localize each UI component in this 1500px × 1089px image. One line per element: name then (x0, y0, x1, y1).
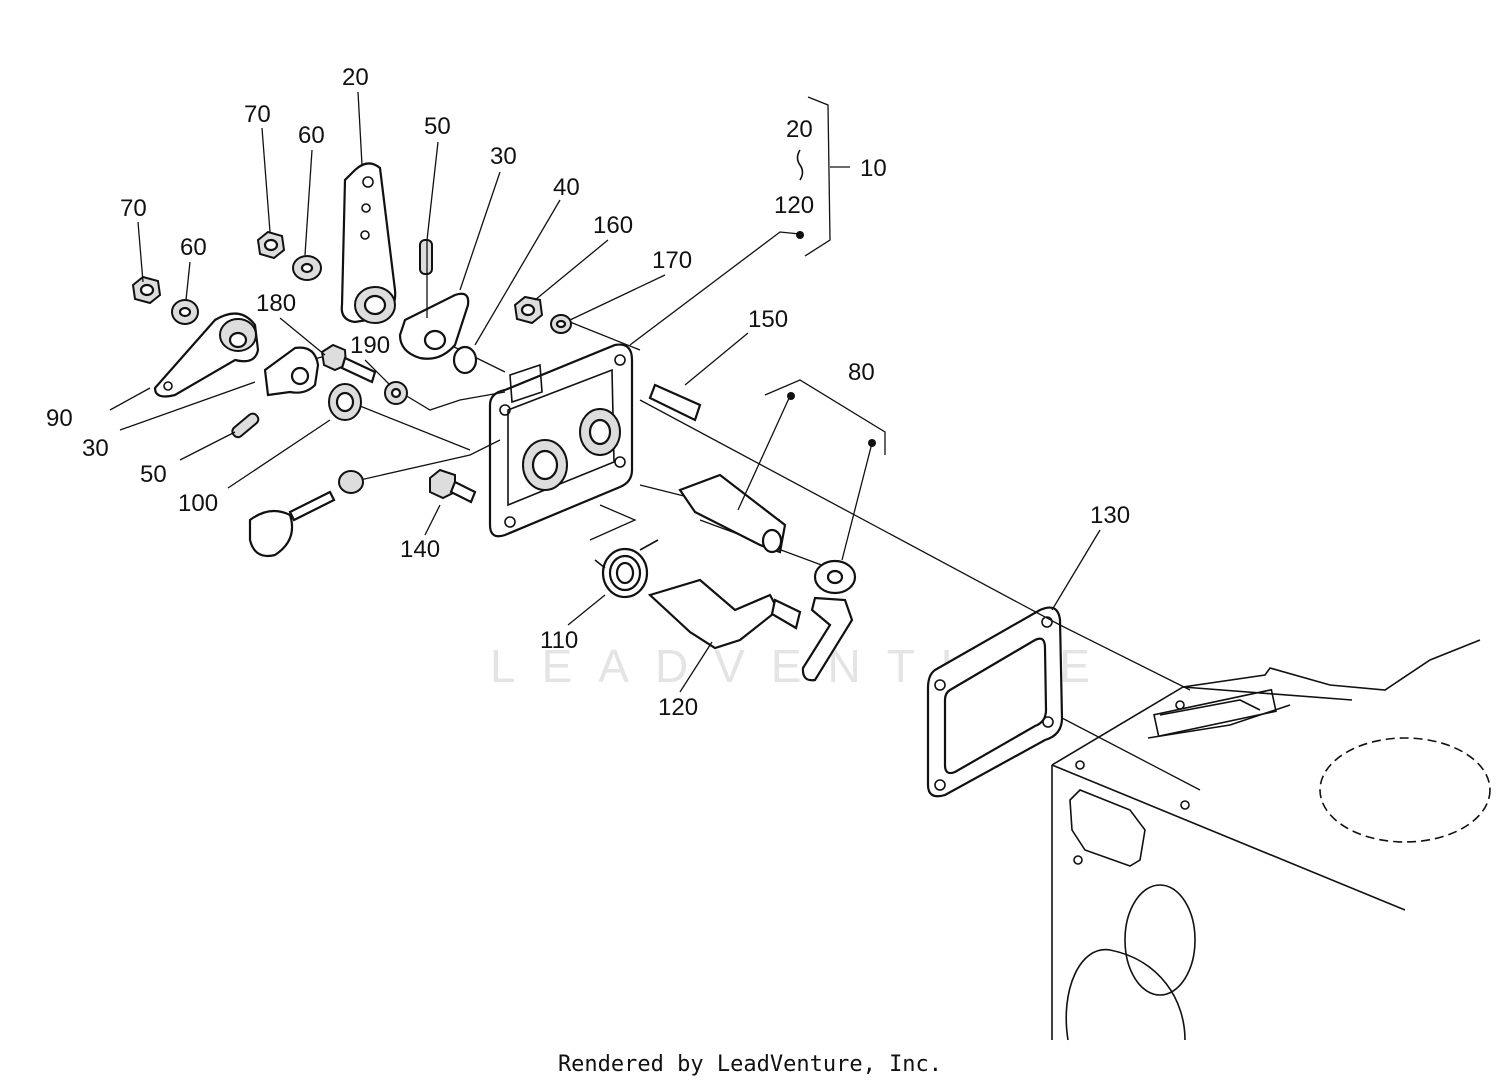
callout-160: 160 (593, 212, 633, 239)
callout-50-upper: 50 (424, 113, 451, 140)
engine-block (1051, 639, 1491, 1041)
bolt-140 (429, 468, 477, 504)
callout-80: 80 (848, 359, 875, 386)
gasket-130 (926, 606, 1064, 798)
seal-100 (328, 383, 362, 421)
nut-70-upper (256, 230, 286, 260)
arm-30-upper (398, 292, 470, 360)
bolt-180 (320, 343, 377, 384)
callout-50-lower: 50 (140, 461, 167, 488)
lever-80 (801, 559, 857, 682)
pin-50-upper (419, 239, 433, 275)
bracket-dot-right (868, 439, 876, 447)
callout-190: 190 (350, 332, 390, 359)
callout-180: 180 (256, 290, 296, 317)
shaft-upper (678, 473, 787, 554)
callout-40: 40 (553, 174, 580, 201)
callout-130: 130 (1090, 502, 1130, 529)
callout-60-upper: 60 (298, 122, 325, 149)
nut-160 (513, 295, 544, 325)
callout-20-top: 20 (342, 64, 369, 91)
callout-100: 100 (178, 490, 218, 517)
callout-leaders (109, 91, 1101, 693)
washer-60-upper (292, 255, 322, 281)
guide-lines (289, 231, 1201, 791)
bracket-dot-left (787, 392, 795, 400)
callout-70-lower: 70 (120, 195, 147, 222)
cover-plate (488, 343, 634, 538)
range-tilde (796, 149, 804, 181)
arm-30-lower (263, 346, 320, 397)
pin-50-lower (231, 412, 260, 439)
range-dot (796, 231, 804, 239)
ring-40 (452, 345, 478, 375)
callout-30-lower: 30 (82, 435, 109, 462)
callout-60-lower: 60 (180, 234, 207, 261)
callout-120-range: 120 (774, 192, 814, 219)
callout-110: 110 (540, 627, 578, 654)
callout-140: 140 (400, 536, 440, 563)
adjusting-screw (248, 470, 364, 558)
lever-20 (340, 162, 397, 324)
washer-170 (550, 314, 572, 334)
callout-120-bottom: 120 (658, 694, 698, 721)
callout-70-upper: 70 (244, 101, 271, 128)
washer-190 (384, 381, 408, 405)
footer-credit: Rendered by LeadVenture, Inc. (557, 1052, 943, 1077)
shaft-120 (647, 578, 802, 650)
callout-90: 90 (46, 405, 73, 432)
callout-20-range: 20 (786, 116, 813, 143)
spring-110 (594, 539, 659, 599)
stud-150 (648, 383, 702, 422)
lever-90 (153, 312, 260, 398)
nut-70-lower (131, 275, 162, 305)
washer-60-lower (171, 299, 199, 325)
callout-170: 170 (652, 247, 692, 274)
callout-30-upper: 30 (490, 143, 517, 170)
callout-150: 150 (748, 306, 788, 333)
callout-10: 10 (860, 155, 887, 182)
